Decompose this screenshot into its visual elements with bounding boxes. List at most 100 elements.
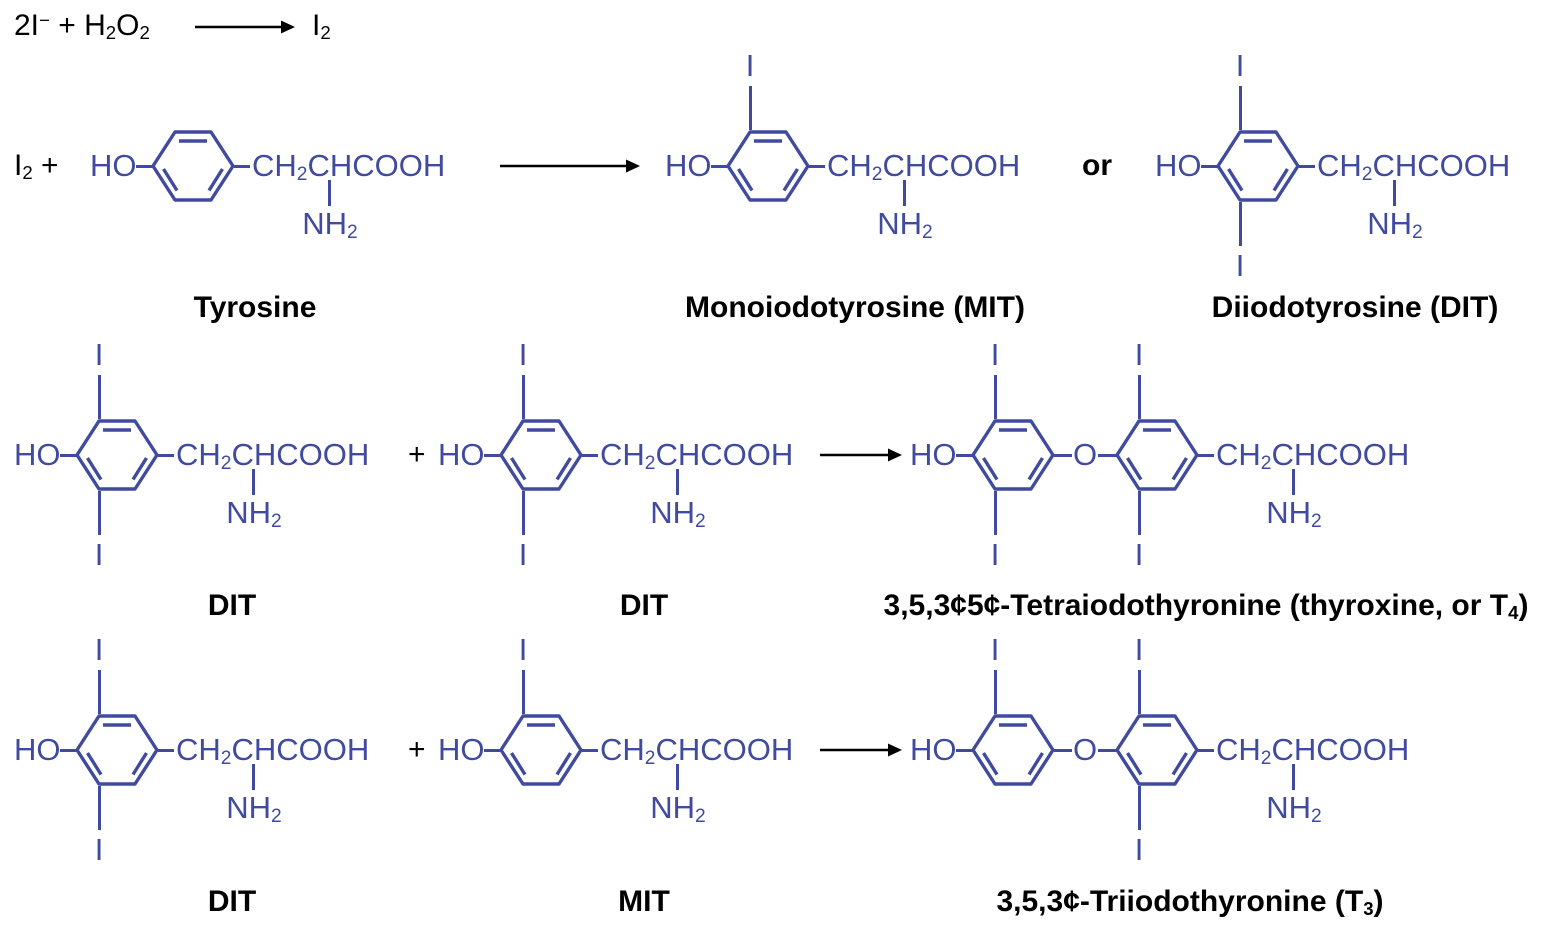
bond-line (1137, 491, 1141, 535)
bond-line (809, 165, 825, 168)
hydroxyl-label: HO (14, 437, 61, 472)
bond-line (1299, 165, 1315, 168)
bond-line (582, 454, 598, 457)
benzene-ring (75, 419, 159, 491)
hydroxyl-label: HO (14, 732, 61, 767)
plus-sign: + (408, 438, 426, 471)
benzene-ring (971, 419, 1055, 491)
iodine-label: I (94, 537, 104, 572)
bond-line (521, 375, 525, 419)
benzene-ring (499, 419, 583, 491)
iodine-label: I (1134, 337, 1144, 372)
bond-line (97, 786, 101, 830)
caption-mit-row3: MIT (618, 885, 670, 918)
side-chain-formula: CH2CHCOOH (176, 732, 370, 770)
bond-line (521, 491, 525, 535)
amine-group: NH2 (1266, 495, 1322, 533)
caption-dit-right: DIT (619, 589, 669, 622)
iodine-label: I (518, 632, 528, 667)
side-chain-formula: CH2CHCOOH (252, 148, 446, 186)
bond-line (252, 469, 255, 495)
hydroxyl-label: HO (90, 148, 137, 183)
bond-line (748, 86, 752, 130)
amine-group: NH2 (226, 790, 282, 828)
bond-line (1098, 749, 1117, 752)
side-chain-formula: CH2CHCOOH (1317, 148, 1511, 186)
hydroxyl-label: HO (910, 437, 957, 472)
hydroxyl-label: HO (910, 732, 957, 767)
amine-group: NH2 (226, 495, 282, 533)
iodine-label: I (745, 48, 755, 83)
iodine-label: I (94, 832, 104, 867)
bond-line (328, 180, 331, 206)
caption-dit-row3: DIT (207, 885, 257, 918)
bond-line (484, 454, 501, 457)
hydroxyl-label: HO (1155, 148, 1202, 183)
bond-line (956, 454, 973, 457)
bond-line (1198, 454, 1214, 457)
caption-dit-left: DIT (207, 589, 257, 622)
bond-line (582, 749, 598, 752)
amine-group: NH2 (1266, 790, 1322, 828)
amine-group: NH2 (1367, 206, 1423, 244)
bond-line (60, 749, 77, 752)
hydroxyl-label: HO (665, 148, 712, 183)
benzene-ring (1115, 419, 1199, 491)
iodide-peroxide-reaction-text: 2I− + H2O2 (14, 9, 150, 44)
ether-oxygen-label: O (1072, 437, 1098, 472)
bond-line (1137, 375, 1141, 419)
bond-line (1201, 165, 1218, 168)
ether-oxygen-label: O (1072, 732, 1098, 767)
side-chain-formula: CH2CHCOOH (827, 148, 1021, 186)
caption-mit: Monoiodotyrosine (MIT) (685, 291, 1025, 324)
bond-line (252, 764, 255, 790)
bond-line (1098, 454, 1117, 457)
side-chain-formula: CH2CHCOOH (600, 732, 794, 770)
side-chain-formula: CH2CHCOOH (176, 437, 370, 475)
bond-line (993, 670, 997, 714)
iodine-label: I (990, 537, 1000, 572)
hydroxyl-label: HO (438, 732, 485, 767)
bond-line (158, 749, 174, 752)
benzene-ring (1115, 714, 1199, 786)
bond-line (484, 749, 501, 752)
amine-group: NH2 (650, 495, 706, 533)
iodine-label: I (990, 337, 1000, 372)
bond-line (1054, 749, 1072, 752)
bond-line (97, 491, 101, 535)
amine-group: NH2 (302, 206, 358, 244)
reaction-arrow (195, 20, 295, 34)
row1-reactant-prefix: I2 + (14, 149, 59, 184)
side-chain-formula: CH2CHCOOH (1216, 732, 1410, 770)
bond-line (97, 670, 101, 714)
caption-t4: 3,5,3¢5¢-Tetraiodothyronine (thyroxine, … (883, 589, 1529, 624)
bond-line (60, 454, 77, 457)
iodine-label: I (1134, 632, 1144, 667)
or-text: or (1082, 149, 1112, 182)
bond-line (1238, 202, 1242, 246)
iodine-label: I (990, 632, 1000, 667)
iodine-label: I (1134, 832, 1144, 867)
iodine-label: I (94, 337, 104, 372)
bond-line (1054, 454, 1072, 457)
bond-line (1137, 670, 1141, 714)
iodine-label: I (518, 537, 528, 572)
iodine-label: I (1235, 48, 1245, 83)
bond-line (676, 469, 679, 495)
bond-line (676, 764, 679, 790)
bond-line (711, 165, 728, 168)
iodine-label: I (1134, 537, 1144, 572)
bond-line (97, 375, 101, 419)
plus-sign: + (408, 733, 426, 766)
bond-line (1292, 469, 1295, 495)
bond-line (136, 165, 153, 168)
benzene-ring (499, 714, 583, 786)
amine-group: NH2 (650, 790, 706, 828)
benzene-ring (1216, 130, 1300, 202)
bond-line (1238, 86, 1242, 130)
reaction-arrow (500, 159, 640, 173)
iodine-product-text: I2 (312, 9, 331, 44)
iodine-label: I (1235, 248, 1245, 283)
caption-dit: Diiodotyrosine (DIT) (1211, 291, 1499, 324)
